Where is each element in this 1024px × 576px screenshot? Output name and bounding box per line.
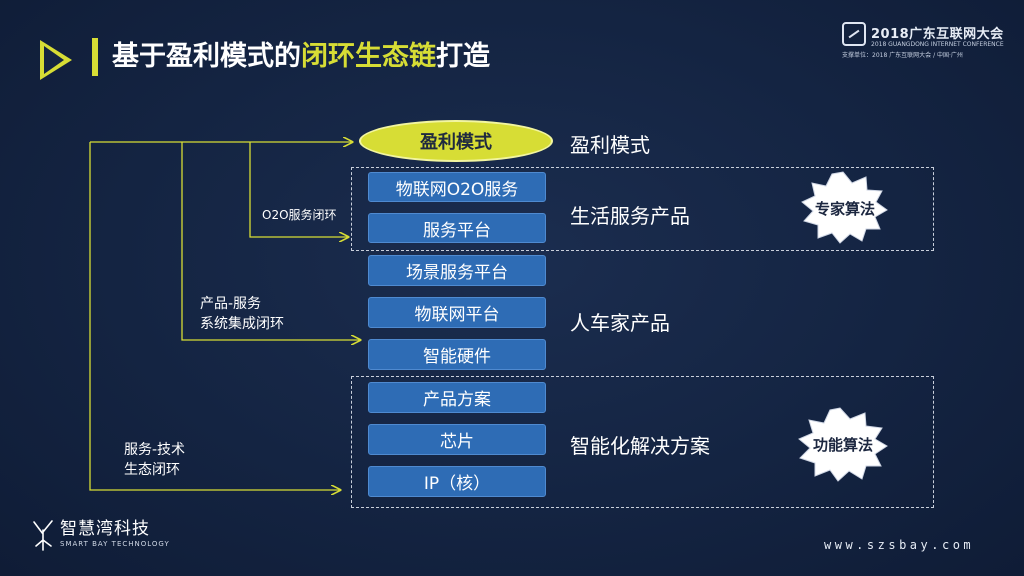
life-service-group [351, 167, 934, 251]
burst-expert [801, 171, 888, 244]
conference-logo: 2018广东互联网大会 2018 GUANGDONG INTERNET CONF… [842, 22, 1012, 60]
box-smart-hardware: 智能硬件 [368, 339, 546, 370]
label-product-service-1: 产品-服务 [200, 296, 262, 312]
website-url: www.szsbay.com [824, 538, 975, 552]
solution-group [351, 376, 934, 508]
label-service-tech-1: 服务-技术 [124, 442, 186, 458]
label-life-service: 生活服务产品 [570, 204, 690, 228]
box-iot-platform: 物联网平台 [368, 297, 546, 328]
box-iot-o2o: 物联网O2O服务 [368, 172, 546, 202]
brand-logo: 智慧湾科技 SMART BAY TECHNOLOGY [28, 512, 170, 554]
title-main: 基于盈利模式的 [112, 41, 301, 72]
label-o2o-loop: O2O服务闭环 [262, 208, 337, 222]
box-scene-platform: 场景服务平台 [368, 255, 546, 286]
title-accent-bar [92, 38, 98, 76]
box-product-solution: 产品方案 [368, 382, 546, 413]
loop-line-o2o [249, 142, 348, 237]
loop-line-product-service [181, 142, 360, 340]
logo-line1: 2018广东互联网大会 [871, 27, 1004, 42]
title-highlight: 闭环生态链 [301, 41, 436, 72]
brand-subtitle: SMART BAY TECHNOLOGY [60, 540, 170, 548]
title-tail: 打造 [436, 41, 490, 72]
logo-line2: 2018 GUANGDONG INTERNET CONFERENCE [871, 41, 1004, 48]
burst-function [798, 407, 888, 482]
burst-label-expert: 专家算法 [814, 200, 875, 218]
profit-model-oval: 盈利模式 [359, 120, 553, 162]
logo-line3: 支撑单位：2018 广东互联网大会 / 中国·广州 [842, 52, 963, 59]
label-person-car-home: 人车家产品 [570, 311, 670, 335]
label-service-tech-2: 生态闭环 [124, 462, 180, 478]
label-smart-solution: 智能化解决方案 [570, 434, 710, 458]
loop-line-service-tech [89, 142, 340, 490]
play-triangle-icon [40, 40, 72, 80]
burst-label-function: 功能算法 [812, 436, 873, 454]
brand-name: 智慧湾科技 [60, 519, 150, 539]
brand-tree-icon [33, 520, 53, 551]
page-title: 基于盈利模式的闭环生态链打造 [112, 38, 490, 76]
box-chip: 芯片 [368, 424, 546, 455]
label-profit-model: 盈利模式 [570, 133, 650, 157]
box-service-platform: 服务平台 [368, 213, 546, 243]
label-product-service-2: 系统集成闭环 [200, 316, 284, 332]
box-ip-core: IP（核） [368, 466, 546, 497]
conference-logo-icon [842, 22, 866, 46]
